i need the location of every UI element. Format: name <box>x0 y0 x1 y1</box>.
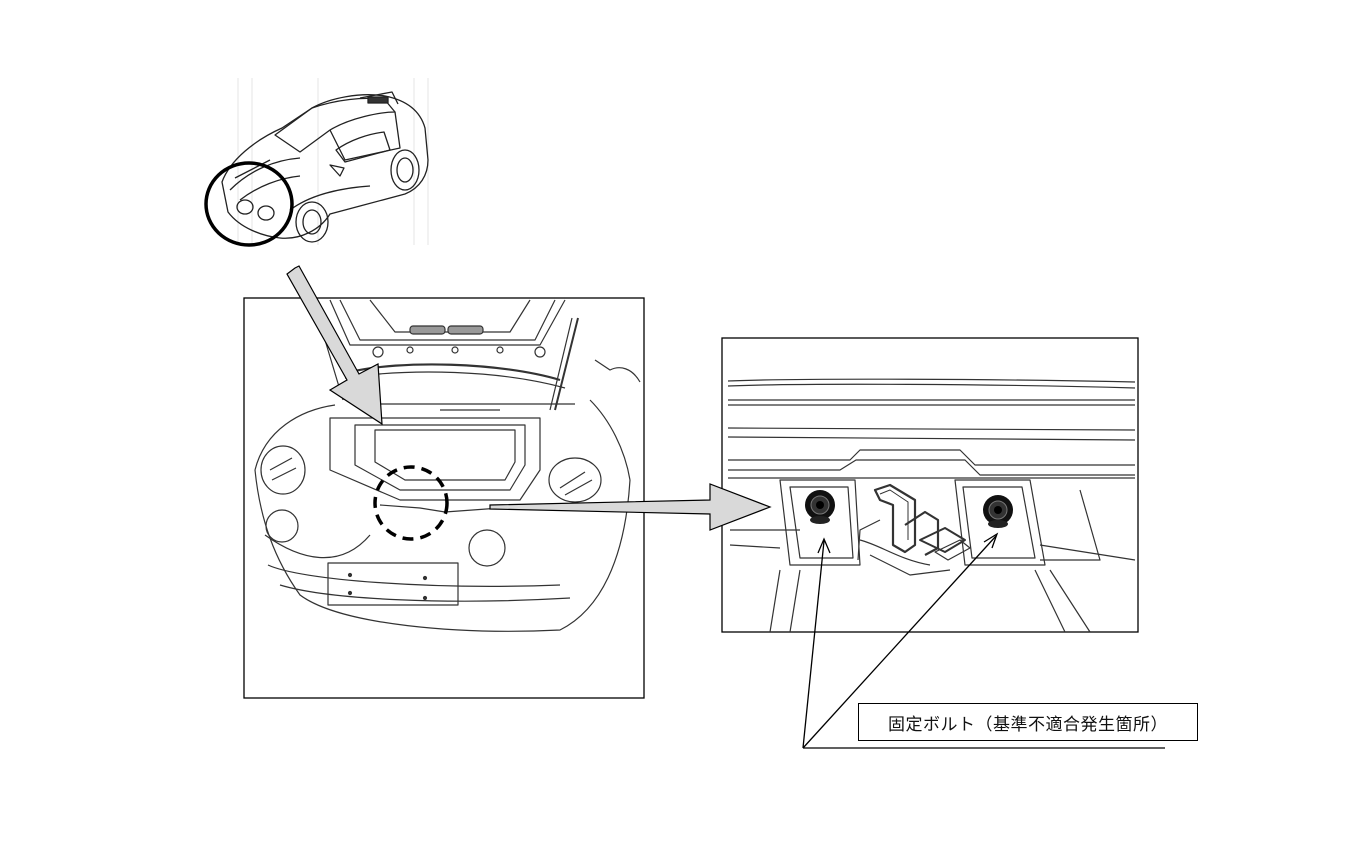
highlight-circle <box>204 161 294 247</box>
overview-car-drawing <box>221 78 429 245</box>
callout-label: 固定ボルト（基準不適合発生箇所） <box>888 714 1168 735</box>
right-bolt-icon <box>983 495 1013 528</box>
detail-panel-frame <box>721 337 1139 633</box>
latch-detail-drawing <box>727 378 1136 633</box>
left-bolt-icon <box>805 490 835 524</box>
latch-highlight-circle <box>373 465 449 541</box>
zoom-arrow-1 <box>286 265 383 426</box>
front-panel-frame <box>243 297 645 699</box>
front-car-drawing <box>254 299 641 632</box>
callout-label-box: 固定ボルト（基準不適合発生箇所） <box>858 703 1198 741</box>
zoom-arrow-2 <box>489 483 772 531</box>
callout-leaders <box>802 532 1165 749</box>
